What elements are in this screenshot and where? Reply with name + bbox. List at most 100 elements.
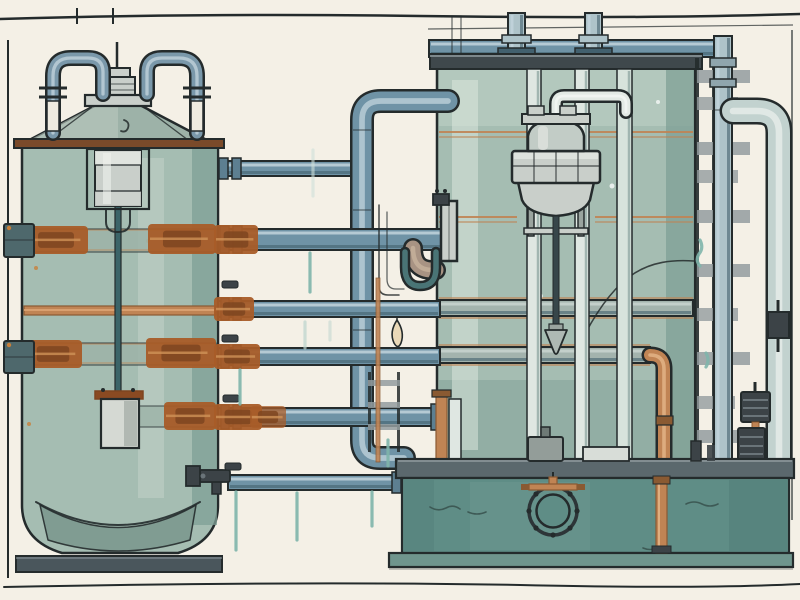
copper-drop-pipe-highlight: [648, 353, 666, 552]
finned-valve-2: [737, 427, 766, 461]
left-tank: [3, 42, 225, 573]
copper-coupling-1: [655, 415, 674, 426]
border-top-2: [427, 24, 794, 30]
transfer-pipe-0-shadow: [220, 171, 366, 174]
u-left-lower: [46, 100, 60, 132]
basin-right-shade: [729, 480, 787, 551]
tank-cross-pipe-b-shadow: [441, 311, 691, 314]
tank-base-plate: [15, 555, 223, 573]
wall-nub: [224, 462, 242, 471]
drips: [234, 148, 710, 552]
mini-ladder-rung: [368, 402, 400, 408]
riser-collar-1: [709, 57, 737, 68]
pedestal-stem: [540, 426, 551, 438]
mini-ladder-rail: [368, 372, 371, 452]
frame: [0, 8, 800, 588]
transfer-pipe-d-shadow: [220, 421, 435, 424]
rust-c-left-streak: [26, 352, 76, 356]
knob-dot: [435, 189, 439, 193]
drip-wiggle: [704, 351, 710, 369]
transfer-pipe-a-highlight: [220, 231, 441, 235]
cap-block-2: [559, 105, 577, 116]
dome-highlight: [538, 126, 548, 150]
copper-basin-cross: [655, 477, 668, 554]
rust-speck: [27, 422, 31, 426]
deck-post: [707, 445, 715, 461]
border-bottom: [3, 582, 800, 588]
transfer-pipe-e-shadow: [230, 485, 402, 488]
big-tank-bottom-shade: [439, 380, 693, 463]
right-riser-pipe-highlight: [716, 38, 720, 460]
agitator-shaft: [552, 215, 560, 329]
left-tank-right-shade: [192, 149, 217, 525]
tap-head: [185, 465, 201, 487]
left-tank-highlight: [138, 158, 164, 498]
basin-base: [387, 551, 795, 569]
fitting-1-dot: [6, 225, 12, 231]
wall-nub: [221, 334, 239, 343]
big-tank-rim: [429, 53, 703, 70]
bubble-2: [656, 100, 660, 104]
t-valve-bar: [528, 483, 578, 491]
p0-collar: [218, 157, 229, 180]
riser-with-elbows-highlight: [359, 98, 451, 461]
u-pipe-right-highlight: [145, 56, 199, 135]
flange-valve-knob: [432, 193, 450, 206]
pd-rust-mid-streak: [252, 415, 283, 419]
bucket-lid: [94, 390, 144, 400]
u-right-lower: [190, 100, 204, 132]
right-elbow-pipe-highlight: [729, 107, 783, 465]
copper-coupling-2: [652, 475, 671, 485]
t-valve-nub: [577, 484, 585, 490]
manhole-bolt: [567, 525, 573, 531]
rust-c-right-streak: [148, 351, 208, 354]
transfer-pipe-b-highlight: [220, 303, 438, 307]
frame-u-loop: [105, 208, 131, 233]
sketch-frame-2: [386, 211, 405, 290]
water-squiggle: [429, 505, 461, 511]
water-squiggle: [685, 501, 719, 507]
knob-dot: [443, 189, 447, 193]
rust-a-left-streak: [26, 238, 81, 242]
wall-nub: [222, 394, 240, 403]
bucket-shade: [124, 401, 137, 446]
pa-rust-streak: [216, 238, 254, 241]
basin-body: [400, 476, 791, 555]
manhole-bolt: [526, 508, 532, 514]
manhole-bolt: [533, 525, 539, 531]
overhead-pipe-highlight: [431, 42, 729, 46]
pc-rust-streak: [216, 355, 256, 358]
riser-collar-2: [709, 78, 737, 88]
transfer-pipe-c-shadow: [220, 360, 438, 363]
agitator-cap: [521, 113, 591, 125]
deck-pedestal: [527, 436, 564, 462]
basin: [387, 426, 796, 570]
agitator-dome: [526, 120, 586, 153]
glass-funnel-drop: [391, 319, 404, 348]
rust-d-right-streak: [166, 414, 211, 418]
water-squiggle: [467, 511, 487, 515]
deck-box: [582, 446, 630, 462]
copper-stem-thin: [375, 277, 381, 463]
rust-a-right-streak: [150, 237, 208, 240]
manhole-bolt: [533, 491, 539, 497]
big-tank-highlight: [452, 80, 478, 450]
middle-pipes: [185, 89, 462, 494]
u-pipe-left-highlight: [51, 56, 105, 135]
manhole-bolt: [574, 508, 580, 514]
deck-post: [690, 440, 702, 462]
teal-u-trap-highlight: [404, 251, 437, 287]
white-stub-tube: [448, 398, 462, 462]
cylinder-sheen: [103, 153, 111, 204]
copper-capped-pipe: [435, 393, 448, 462]
basin-left-shade: [404, 480, 434, 551]
roof-eave-band: [13, 138, 225, 149]
rust-speck: [34, 266, 38, 270]
cylinder-low-band: [95, 191, 141, 206]
big-tank: [429, 53, 703, 467]
transfer-pipe-e-highlight: [230, 477, 402, 481]
wall-nub: [221, 280, 239, 289]
copper-bracket: [651, 545, 672, 554]
stub2-collar: [578, 34, 609, 44]
